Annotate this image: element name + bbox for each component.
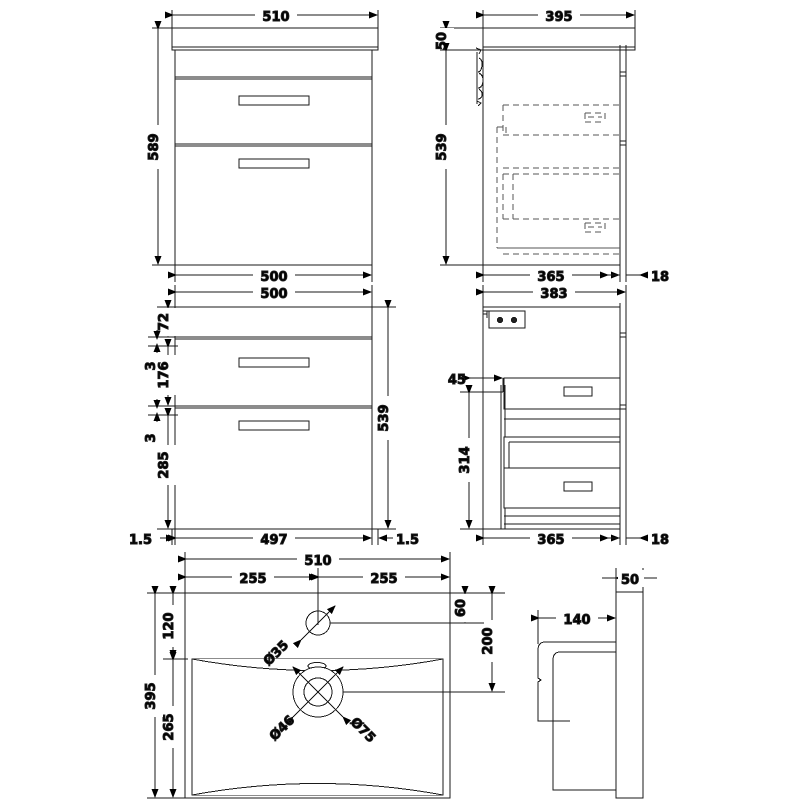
dim-label-285: 285: [157, 451, 172, 478]
view-front-elevation-cabinet: [174, 306, 373, 530]
dim-365-and-18-top: 365 18: [476, 265, 670, 286]
dim-120: 120: [162, 586, 188, 660]
dim-label-510-top: 510: [262, 10, 289, 25]
dim-label-3-lower: 3: [144, 433, 159, 442]
dim-label-365-top: 365: [537, 270, 564, 285]
dim-314: 314: [458, 385, 503, 530]
dim-395-basin: 395: [144, 586, 176, 799]
dim-395-top-side: 395: [476, 7, 636, 30]
dim-365-and-18-bottom: 365 18: [476, 529, 670, 549]
dim-label-500-top-view: 500: [260, 270, 287, 285]
dim-285: 285: [157, 408, 178, 530]
dim-label-395-basin: 395: [144, 682, 159, 709]
dim-265: 265: [162, 652, 188, 799]
dim-label-255-right: 255: [370, 572, 397, 587]
dim-label-265: 265: [162, 713, 177, 740]
dim-72: 72: [157, 300, 178, 338]
dim-label-18-top: 18: [651, 270, 669, 285]
dim-label-497: 497: [260, 533, 287, 548]
wall-bracket-icon: [483, 310, 526, 329]
dim-label-1p5-left: 1.5: [129, 533, 152, 548]
dim-500-bottom-front: 500: [168, 265, 373, 286]
dim-label-539-side: 539: [435, 133, 450, 160]
dim-45: 45: [447, 307, 504, 392]
dim-3-lower: 3: [144, 399, 178, 443]
dim-589-left: 589: [147, 21, 176, 266]
view-side-elevation-open: [482, 303, 627, 545]
dim-label-200: 200: [481, 627, 496, 654]
dim-50-rim: 50: [602, 568, 657, 594]
dim-label-140: 140: [563, 613, 590, 628]
dim-510-basin: 510: [178, 551, 451, 595]
dim-label-60: 60: [454, 599, 469, 617]
view-side-elevation-closed: [475, 27, 636, 280]
dim-label-383: 383: [540, 287, 567, 302]
dim-label-500-cabinet: 500: [260, 287, 287, 302]
dim-label-255-left: 255: [239, 572, 266, 587]
dim-label-45: 45: [448, 373, 466, 388]
view-basin-plan: [184, 592, 451, 799]
dim-510-top-front: 510: [165, 7, 379, 30]
dim-label-50-thickness: 50: [435, 32, 450, 50]
dim-label-395: 395: [545, 10, 572, 25]
dim-label-589: 589: [147, 133, 162, 160]
dim-label-1p5-right: 1.5: [396, 533, 419, 548]
dim-label-539-cabinet: 539: [377, 404, 392, 431]
dim-255-pair: 255 255: [178, 568, 450, 625]
dim-label-314: 314: [458, 446, 473, 473]
dim-383: 383: [476, 284, 627, 309]
dim-140: 140: [531, 610, 617, 644]
dim-500-top-cabinet: 500: [168, 284, 373, 309]
dim-60: 60: [330, 586, 500, 624]
dim-label-120: 120: [162, 612, 177, 639]
dim-label-365-bottom: 365: [537, 533, 564, 548]
dim-label-510-basin: 510: [304, 554, 331, 569]
view-front-elevation-with-worktop: [171, 27, 379, 266]
dim-label-176: 176: [157, 361, 172, 388]
dim-label-3-upper: 3: [144, 361, 159, 370]
dim-539-cabinet-right: 539: [370, 300, 396, 530]
dim-50-top-thickness: 50: [435, 21, 486, 58]
dim-label-18-bottom: 18: [651, 533, 669, 548]
dim-row-1p5-497-1p5: 497 1.5 1.5: [128, 529, 420, 549]
dim-200: 200: [343, 586, 505, 693]
hinge-detail-icon: [475, 47, 484, 107]
dim-label-72: 72: [157, 313, 172, 331]
dim-label-50-rim: 50: [621, 573, 639, 588]
view-basin-side-profile: [537, 591, 644, 799]
dim-539-side-height: 539: [435, 43, 486, 266]
